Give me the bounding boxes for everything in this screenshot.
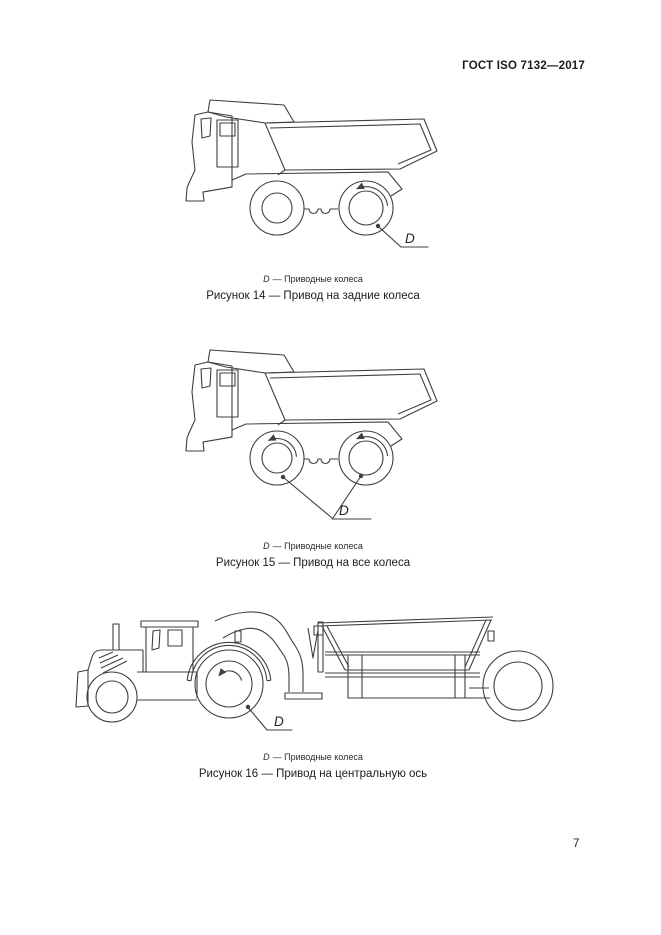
frame-rails — [325, 651, 480, 678]
figure-15-dump-truck-all-drive-drawing: D — [185, 349, 438, 520]
callout-dot — [375, 223, 381, 229]
legend-text: — Приводные колеса — [272, 541, 363, 551]
gooseneck-inner — [222, 627, 290, 692]
rear-wheel-rotation-arrow-icon — [356, 182, 389, 207]
gooseneck-outer — [214, 611, 304, 692]
document-header: ГОСТ ISO 7132—2017 — [462, 60, 585, 72]
frame-bottom — [348, 687, 490, 699]
bowl-left-wall — [321, 625, 350, 671]
central-drive-wheel — [194, 649, 264, 719]
exhaust-stack — [112, 623, 120, 651]
page-number: 7 — [573, 838, 580, 850]
tractor-hood — [87, 649, 143, 671]
rear-rim-stub — [487, 630, 495, 642]
legend-letter: D — [263, 274, 270, 284]
callout-leader-line — [248, 707, 293, 731]
callout-label-d: D — [405, 231, 415, 246]
central-drive-wheel-hub — [205, 660, 253, 708]
rear-wheel-rotation-arrow-icon — [356, 432, 389, 457]
cab-window — [167, 629, 183, 647]
front-wheel — [86, 671, 138, 723]
bowl-top-rim — [317, 616, 494, 627]
figure-16-scraper-drawing: D — [75, 611, 554, 731]
cab-roof — [140, 620, 199, 628]
callout-leader-line — [378, 226, 429, 248]
legend-letter: D — [263, 752, 270, 762]
figure-14-caption: Рисунок 14 — Привод на задние колеса — [206, 290, 420, 302]
hood-louvers — [98, 651, 128, 674]
drive-wheel-rotation-arrow-icon — [218, 667, 243, 681]
figure-14-dump-truck-rear-drive-drawing: D — [185, 99, 438, 248]
callout-label-d: D — [339, 503, 349, 518]
cab-windshield — [151, 629, 161, 651]
legend-text: — Приводные колеса — [272, 274, 363, 284]
tractor-body — [137, 650, 198, 701]
figure-16-legend: D— Приводные колеса — [0, 752, 626, 762]
fender-post — [234, 630, 242, 643]
front-wheel-hub — [95, 680, 129, 714]
figure-15-caption: Рисунок 15 — Привод на все колеса — [215, 557, 411, 569]
legend-text: — Приводные колеса — [272, 752, 363, 762]
bowl-right-wall — [464, 619, 492, 671]
callout-label-d: D — [274, 714, 284, 729]
bowl-front-post — [317, 621, 324, 673]
callout-leader-lines — [282, 475, 372, 520]
legend-letter: D — [263, 541, 270, 551]
hitch-link — [307, 627, 319, 659]
rear-wheel-hub — [493, 661, 543, 711]
figure-14-legend: D— Приводные колеса — [0, 274, 626, 284]
front-wheel-rotation-arrow-icon — [267, 434, 297, 457]
drive-wheel-fender — [186, 641, 272, 682]
tractor-counterweight — [75, 669, 89, 708]
figure-16-caption: Рисунок 16 — Привод на центральную ось — [198, 768, 428, 780]
rear-wheel — [482, 650, 554, 722]
gooseneck-foot — [284, 692, 323, 700]
figure-15-legend: D— Приводные колеса — [0, 541, 626, 551]
